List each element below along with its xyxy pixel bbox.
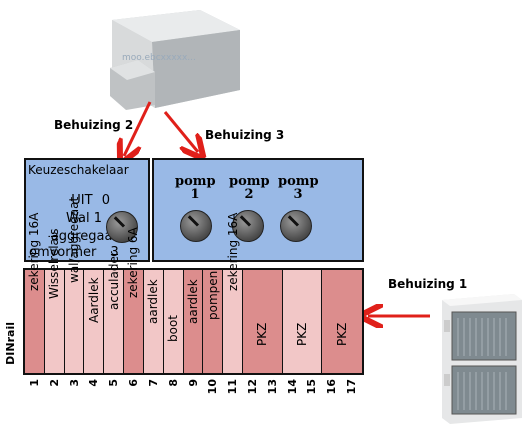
label-behuizing3: Behuizing 3 [205, 128, 285, 142]
distribution-box-photo [442, 294, 522, 424]
slot-number: 2 [47, 379, 61, 387]
slot-number: 6 [127, 379, 141, 387]
din-slot: Aardlek [84, 270, 105, 373]
din-slot-label: PKZ [294, 322, 309, 346]
din-slot: boot [163, 270, 184, 373]
enclosure-photo: moo.ebcxxxxx... [110, 10, 240, 110]
pump-number: 1 [190, 187, 200, 202]
din-slot-label: zekering 6A [126, 227, 141, 299]
arrow-to-behuizing3 [163, 111, 198, 152]
din-slot-label: PKZ [255, 322, 270, 346]
din-slot-label: aardlek [146, 279, 161, 325]
pump-label-text: pomp [229, 174, 270, 189]
slot-number: 9 [186, 379, 200, 387]
din-slot-label: boot [166, 314, 181, 342]
pos-name: omvormer [29, 245, 97, 260]
pump-2-knob[interactable] [232, 210, 264, 242]
watermark-text: moo.ebcxxxxx... [122, 53, 196, 63]
pos-name: UIT [71, 193, 93, 208]
slot-number: 12 [245, 379, 259, 395]
switch-box: Keuzeschakelaar UIT 0 Wal 1 aggregaat 2 … [24, 158, 150, 262]
pumps-box: pomp 1 pomp 2 pomp 3 [152, 158, 364, 262]
pos-num: 3 [110, 245, 119, 260]
slot-number: 10 [206, 379, 220, 395]
pump-1-label: pomp 1 [175, 174, 216, 202]
pos-name: Wal [65, 211, 90, 226]
pump-label-text: pomp [175, 174, 216, 189]
din-slot: acculader [104, 251, 125, 373]
slot-number: 5 [107, 379, 121, 387]
din-slot: zekering 16A [25, 212, 45, 373]
switch-pos-omvormer: omvormer 3 [29, 245, 119, 260]
din-slot-label: zekering 16A [27, 212, 42, 291]
slot-number: 3 [67, 379, 81, 387]
din-slot-label: Wisselrelais [47, 228, 62, 299]
slot-number: 13 [265, 379, 279, 395]
din-slot-label: pompen [205, 270, 220, 320]
din-slot-label: wal/aggregaat [67, 196, 82, 283]
label-behuizing2: Behuizing 2 [54, 118, 134, 132]
din-slot: aardlek [183, 270, 204, 373]
pump-2-label: pomp 2 [229, 174, 270, 202]
slot-number: 11 [226, 379, 240, 395]
slot-number: 4 [87, 379, 101, 387]
din-slot: zekering 16A [223, 212, 243, 373]
pump-number: 3 [293, 187, 303, 202]
dinrail-label: DINrail [4, 322, 17, 365]
slot-number: 1 [27, 379, 41, 387]
din-slot: wal/aggregaat [64, 197, 85, 373]
pump-3-label: pomp 3 [278, 174, 319, 202]
pos-num: 0 [101, 193, 110, 208]
din-slot: PKZ [242, 270, 283, 373]
switch-pos-wal: Wal 1 [66, 211, 102, 226]
din-slot-label: zekering 16A [225, 212, 240, 291]
din-slot-label: aardlek [185, 279, 200, 325]
din-slot: PKZ [282, 270, 323, 373]
pos-num: 1 [93, 211, 102, 226]
din-slot: Wisselrelais [44, 228, 65, 373]
slot-number: 7 [146, 379, 160, 387]
slot-number: 15 [305, 379, 319, 395]
slot-number: 8 [166, 379, 180, 387]
switch-title: Keuzeschakelaar [28, 163, 129, 177]
arrow-to-behuizing2 [124, 101, 152, 156]
din-slot-label: PKZ [335, 322, 350, 346]
din-slot-label: acculader [106, 251, 121, 311]
pump-number: 2 [244, 187, 254, 202]
slot-number: 14 [285, 379, 299, 395]
slot-number: 17 [345, 379, 359, 395]
label-behuizing1: Behuizing 1 [388, 277, 468, 291]
pump-3-knob[interactable] [280, 210, 312, 242]
pump-label-text: pomp [278, 174, 319, 189]
selector-knob[interactable] [106, 211, 138, 243]
switch-pos-uit: UIT 0 [71, 193, 110, 208]
pos-name: aggregaat [50, 229, 118, 244]
pump-1-knob[interactable] [180, 210, 212, 242]
din-slot: zekering 6A [124, 228, 144, 373]
din-slot-label: Aardlek [86, 277, 101, 324]
din-slot: aardlek [143, 270, 164, 373]
din-slot: PKZ [322, 270, 362, 373]
slot-number: 16 [325, 379, 339, 395]
din-slot: pompen [203, 270, 224, 373]
